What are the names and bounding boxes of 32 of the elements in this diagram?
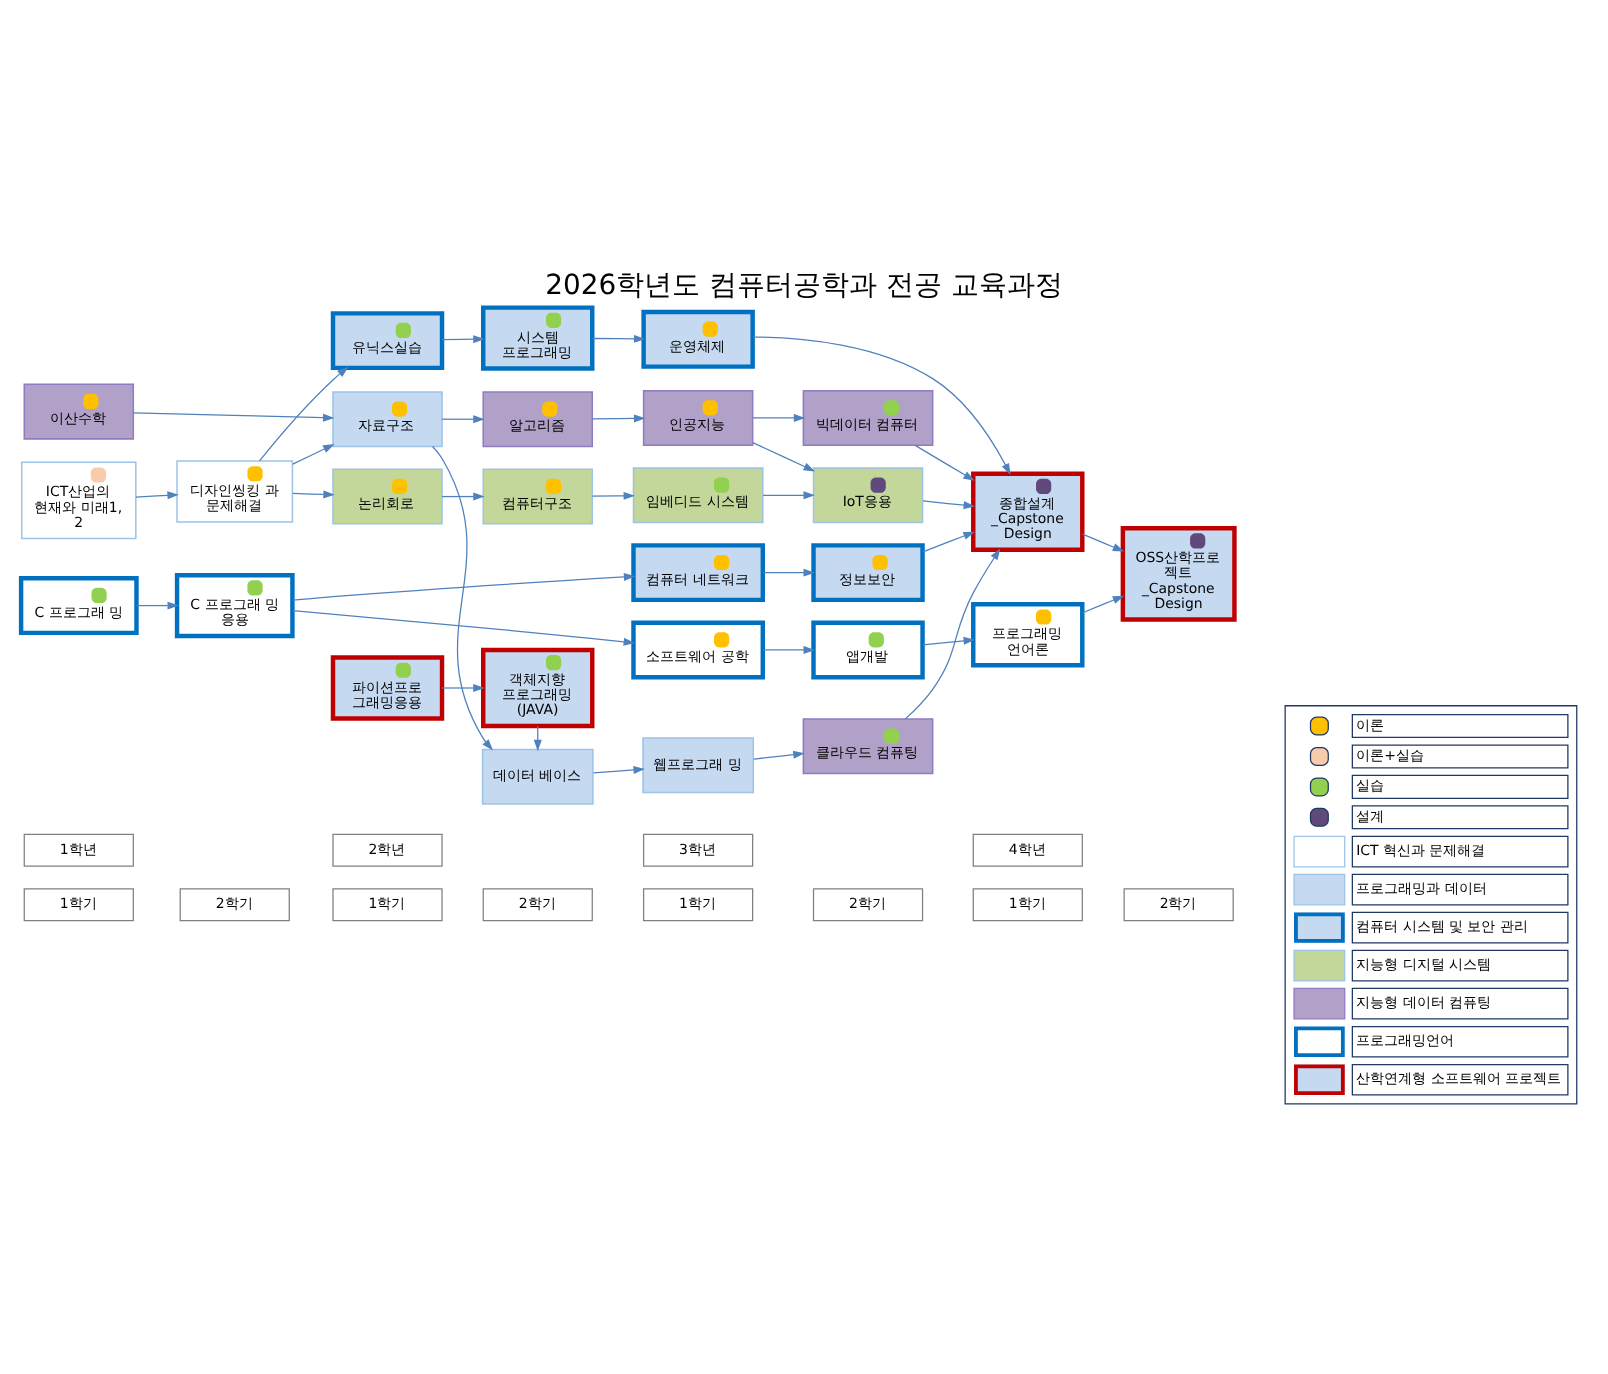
arrow: [1081, 594, 1125, 613]
arrow: [292, 443, 335, 464]
arrow: [762, 644, 815, 653]
arrow: [914, 443, 975, 480]
arrow: [904, 547, 1001, 719]
arrow: [591, 413, 646, 422]
arrow: [136, 600, 179, 609]
diagram-title: 2026학년도 컴퓨터공학과 전공 교육과정: [545, 269, 1063, 302]
arrow: [752, 412, 806, 421]
arrow: [752, 335, 1011, 474]
arrow: [135, 490, 179, 499]
arrow: [132, 411, 335, 421]
arrow: [431, 444, 493, 750]
arrow: [1081, 532, 1125, 551]
arrow: [258, 365, 349, 461]
arrow: [922, 499, 975, 509]
arrow: [292, 489, 335, 498]
arrow: [592, 764, 645, 773]
arrow: [922, 530, 975, 552]
arrow: [762, 490, 815, 499]
arrow: [591, 490, 636, 499]
arrow: [922, 635, 975, 645]
arrow: [752, 441, 816, 471]
arrow: [441, 683, 485, 691]
arrow: [753, 749, 805, 759]
arrow: [292, 608, 635, 645]
arrow: [441, 334, 485, 343]
arrow: [591, 333, 646, 342]
arrow: [441, 491, 485, 500]
arrow: [762, 567, 815, 576]
arrow: [441, 414, 485, 423]
arrow: [292, 571, 636, 600]
